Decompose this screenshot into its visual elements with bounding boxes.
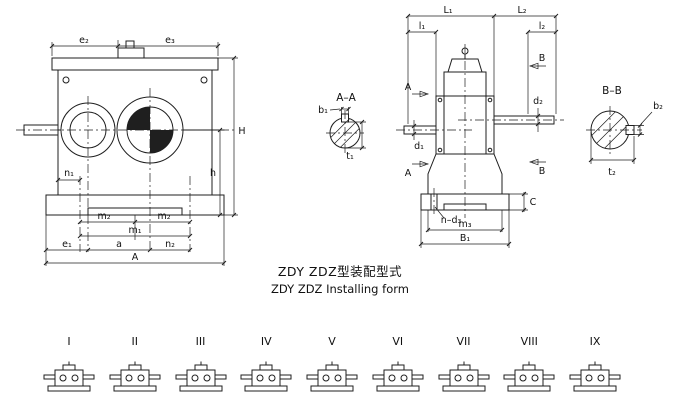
form-label: I xyxy=(67,335,71,348)
installation-forms-row: I II III IV V xyxy=(40,335,624,395)
dim-label-H: H xyxy=(238,126,245,137)
form-label: VI xyxy=(392,335,404,348)
section-bb-title: B–B xyxy=(602,85,622,97)
front-view-housing xyxy=(23,40,225,216)
form-label: VIII xyxy=(520,335,538,348)
dim-label-b2: b₂ xyxy=(653,101,663,112)
dim-label-l1: l₁ xyxy=(419,21,426,32)
form-item: VIII xyxy=(500,335,558,395)
dim-label-B1: B₁ xyxy=(460,233,471,244)
gearbox-form-icon xyxy=(372,361,424,392)
side-view-housing xyxy=(403,47,555,211)
drawing-caption: ZDY ZDZ型装配型式 ZDY ZDZ Installing form xyxy=(238,261,442,296)
section-mark-B-top: B xyxy=(539,53,546,64)
dim-label-L1: L₁ xyxy=(443,5,452,16)
form-item: III xyxy=(172,335,230,395)
front-view-drawing: e₂ e₃ H h n₁ m₂ m₂ m₁ e₁ a n₂ A xyxy=(16,35,246,266)
dim-label-n-d3: n–d₃ xyxy=(441,215,462,226)
dim-label-h: h xyxy=(210,168,216,179)
dim-label-l2: l₂ xyxy=(539,21,546,32)
form-item: V xyxy=(303,335,361,395)
form-item: VI xyxy=(369,335,427,395)
side-view-drawing: L₁ L₂ l₁ l₂ A A B B d₁ d₂ C n–d₃ m₃ B₁ xyxy=(396,5,564,248)
form-item: IV xyxy=(237,335,295,395)
side-view-section-marks xyxy=(412,62,546,168)
form-item: VII xyxy=(435,335,493,395)
gearbox-form-icon xyxy=(109,361,161,392)
front-view-bore-quadrants xyxy=(127,107,173,153)
dim-label-m2-left: m₂ xyxy=(97,211,110,222)
dim-label-e1: e₁ xyxy=(62,239,72,250)
gearbox-form-icon xyxy=(569,361,621,392)
dim-label-n2: n₂ xyxy=(165,239,175,250)
dim-label-e2: e₂ xyxy=(79,35,89,46)
caption-chinese: ZDY ZDZ型装配型式 xyxy=(277,264,403,279)
gearbox-form-icon xyxy=(438,361,489,392)
form-item: IX xyxy=(566,335,624,395)
section-mark-A-top: A xyxy=(405,82,412,93)
section-bb-drawing: B–B b₂ t₂ xyxy=(586,85,663,178)
form-label: V xyxy=(328,335,336,348)
gearbox-form-icon xyxy=(503,361,555,392)
gearbox-form-icon xyxy=(240,361,292,392)
form-label: III xyxy=(195,335,206,348)
section-mark-A-bottom: A xyxy=(405,168,412,179)
section-bb-centerlines xyxy=(586,106,642,156)
section-bb-dimension-lines xyxy=(588,111,653,164)
side-view-centerlines xyxy=(396,44,564,218)
form-item: II xyxy=(106,335,164,395)
gearbox-form-icon xyxy=(43,361,95,392)
dim-label-C: C xyxy=(530,197,537,208)
gearbox-form-icon xyxy=(306,361,358,392)
form-label: IX xyxy=(589,335,601,348)
dim-label-d1: d₁ xyxy=(414,141,424,152)
dim-label-e3: e₃ xyxy=(165,35,175,46)
form-item: I xyxy=(40,335,98,395)
dim-label-t1: t₁ xyxy=(346,151,354,162)
front-view-dimension-lines xyxy=(43,40,238,266)
section-mark-B-bottom: B xyxy=(539,166,546,177)
dim-label-t2: t₂ xyxy=(608,167,616,178)
section-aa-title: A–A xyxy=(336,92,356,104)
front-view-centerlines xyxy=(16,88,236,252)
dim-label-m1: m₁ xyxy=(128,225,141,236)
dim-label-d2: d₂ xyxy=(533,96,543,107)
form-label: VII xyxy=(456,335,471,348)
section-aa-dimension-lines xyxy=(329,106,366,151)
gearbox-form-icon xyxy=(175,361,226,392)
dim-label-a: a xyxy=(116,239,122,250)
form-label: IV xyxy=(260,335,272,348)
section-aa-drawing: A–A b₁ t₁ xyxy=(318,92,366,162)
dim-label-m2-right: m₂ xyxy=(157,211,170,222)
dim-label-b1: b₁ xyxy=(318,105,328,116)
section-aa-centerlines xyxy=(326,110,364,154)
side-view-dimension-lines xyxy=(405,13,559,248)
dim-label-n1: n₁ xyxy=(64,168,74,179)
dim-label-A: A xyxy=(132,252,139,263)
caption-english: ZDY ZDZ Installing form xyxy=(271,282,409,296)
dim-label-m3: m₃ xyxy=(458,219,471,230)
form-label: II xyxy=(131,335,139,348)
dim-label-L2: L₂ xyxy=(517,5,526,16)
